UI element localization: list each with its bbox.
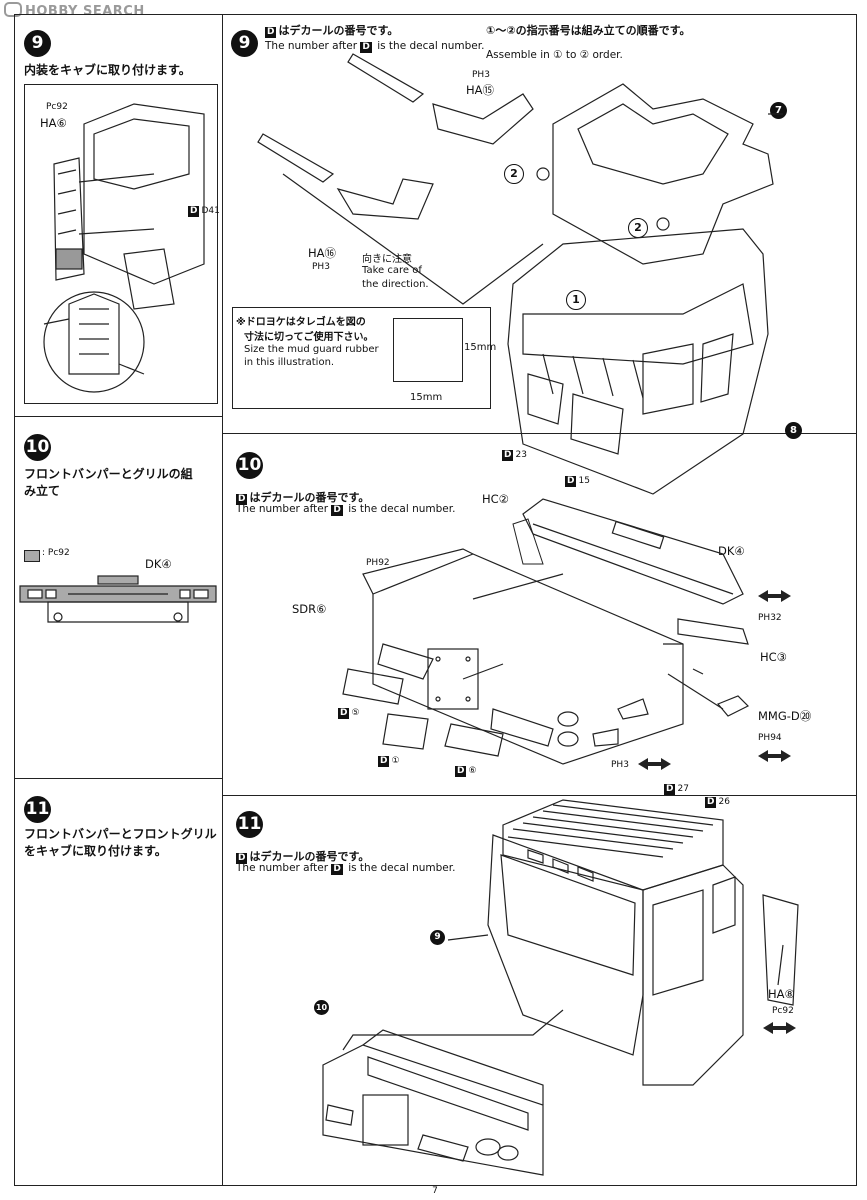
left-step9-label-pc92: Pc92	[46, 102, 68, 112]
step9-dim-height: 15mm	[464, 342, 497, 353]
right-divider-1	[223, 433, 857, 434]
page-number: 7	[432, 1186, 438, 1196]
step10-label-dk4: DK④	[718, 544, 745, 558]
step9-label-ha15: HA⑮	[466, 83, 495, 97]
left-step10-text: フロントバンパーとグリルの組み立て	[24, 467, 193, 498]
page-frame	[14, 14, 857, 1186]
left-step9-number: 9	[24, 30, 51, 57]
step9-mud-note-jp1: ※ドロヨケはタレゴムを図の	[236, 317, 366, 328]
step9-part8-marker: 8	[785, 422, 802, 439]
step10-number: 10	[236, 452, 263, 479]
step10-label-ph32: PH32	[758, 613, 782, 623]
left-step10-label-dk4: DK④	[145, 557, 172, 571]
left-step11-text: フロントバンパーとフロントグリルをキャブに取り付けます。	[24, 827, 217, 858]
step10-label-hc3: HC③	[760, 650, 787, 664]
step11-part9-marker: 9	[430, 930, 445, 945]
step9-decal-note-en: The number after D is the decal number.	[265, 40, 485, 53]
step9-order-jp: ①～②の指示番号は組み立ての順番です。	[486, 24, 691, 37]
left-step9-label-ha6: HA⑥	[40, 116, 67, 130]
step11-decal-note-en: The number after D is the decal number.	[236, 862, 456, 875]
left-step10-legend: : Pc92	[42, 548, 70, 558]
column-divider	[222, 14, 223, 1186]
step9-mud-guard-template-square	[393, 318, 463, 382]
step9-label-ha16: HA⑯	[308, 246, 337, 260]
left-step11-number: 11	[24, 796, 51, 823]
left-step9-text: 内装をキャブに取り付けます。	[24, 63, 191, 77]
step10-label-ph3: PH3	[611, 760, 629, 770]
step10-label-mmgd20: MMG-D⑳	[758, 709, 812, 723]
step9-label-ph3-top: PH3	[472, 70, 490, 80]
step9-care-en1: Take care of	[362, 265, 422, 276]
step9-cab-assembly-drawing	[257, 53, 783, 495]
left-step9-cab-interior-drawing	[43, 103, 205, 393]
step11-number: 11	[236, 811, 263, 838]
step11-cab-bumper-assembly-drawing	[322, 799, 799, 1176]
step9-order2-marker-a: 2	[504, 164, 524, 184]
step11-part10-marker: 10	[314, 1000, 329, 1015]
step9-care-jp: 向きに注意	[362, 254, 412, 265]
step9-care-en2: the direction.	[362, 279, 429, 290]
left-step10-legend-swatch	[24, 550, 40, 562]
step9-part7-marker: 7	[770, 102, 787, 119]
step10-label-ph92: PH92	[366, 558, 390, 568]
step10-decal-note-en: The number after D is the decal number.	[236, 503, 456, 516]
step10-bumper-grille-drawing	[342, 498, 791, 770]
step9-mud-note-en1: Size the mud guard rubber	[244, 344, 379, 355]
step9-dim-width: 15mm	[410, 392, 443, 403]
step11-label-pc92: Pc92	[772, 1006, 794, 1016]
step9-order-en: Assemble in ① to ② order.	[486, 49, 623, 61]
step9-mud-note-jp2: 寸法に切ってご使用下さい。	[244, 332, 374, 343]
left-step10-number: 10	[24, 434, 51, 461]
step10-label-hc2: HC②	[482, 492, 509, 506]
right-divider-2	[223, 795, 857, 796]
left-step9-illustration-box	[24, 84, 218, 404]
step9-label-ph3-bottom: PH3	[312, 262, 330, 272]
step10-label-ph94: PH94	[758, 733, 782, 743]
step11-label-ha8: HA⑧	[768, 987, 795, 1001]
step9-mud-guard-note-box	[232, 307, 491, 409]
left-step10-bumper-drawing	[19, 575, 217, 623]
watermark: HOBBY SEARCH	[4, 2, 145, 19]
step9-number: 9	[231, 30, 258, 57]
step9-order1-marker: 1	[566, 290, 586, 310]
step9-mud-note-en2: in this illustration.	[244, 357, 335, 368]
left-divider-2	[14, 778, 222, 779]
left-divider-1	[14, 416, 222, 417]
step10-label-sdr6: SDR⑥	[292, 602, 327, 616]
